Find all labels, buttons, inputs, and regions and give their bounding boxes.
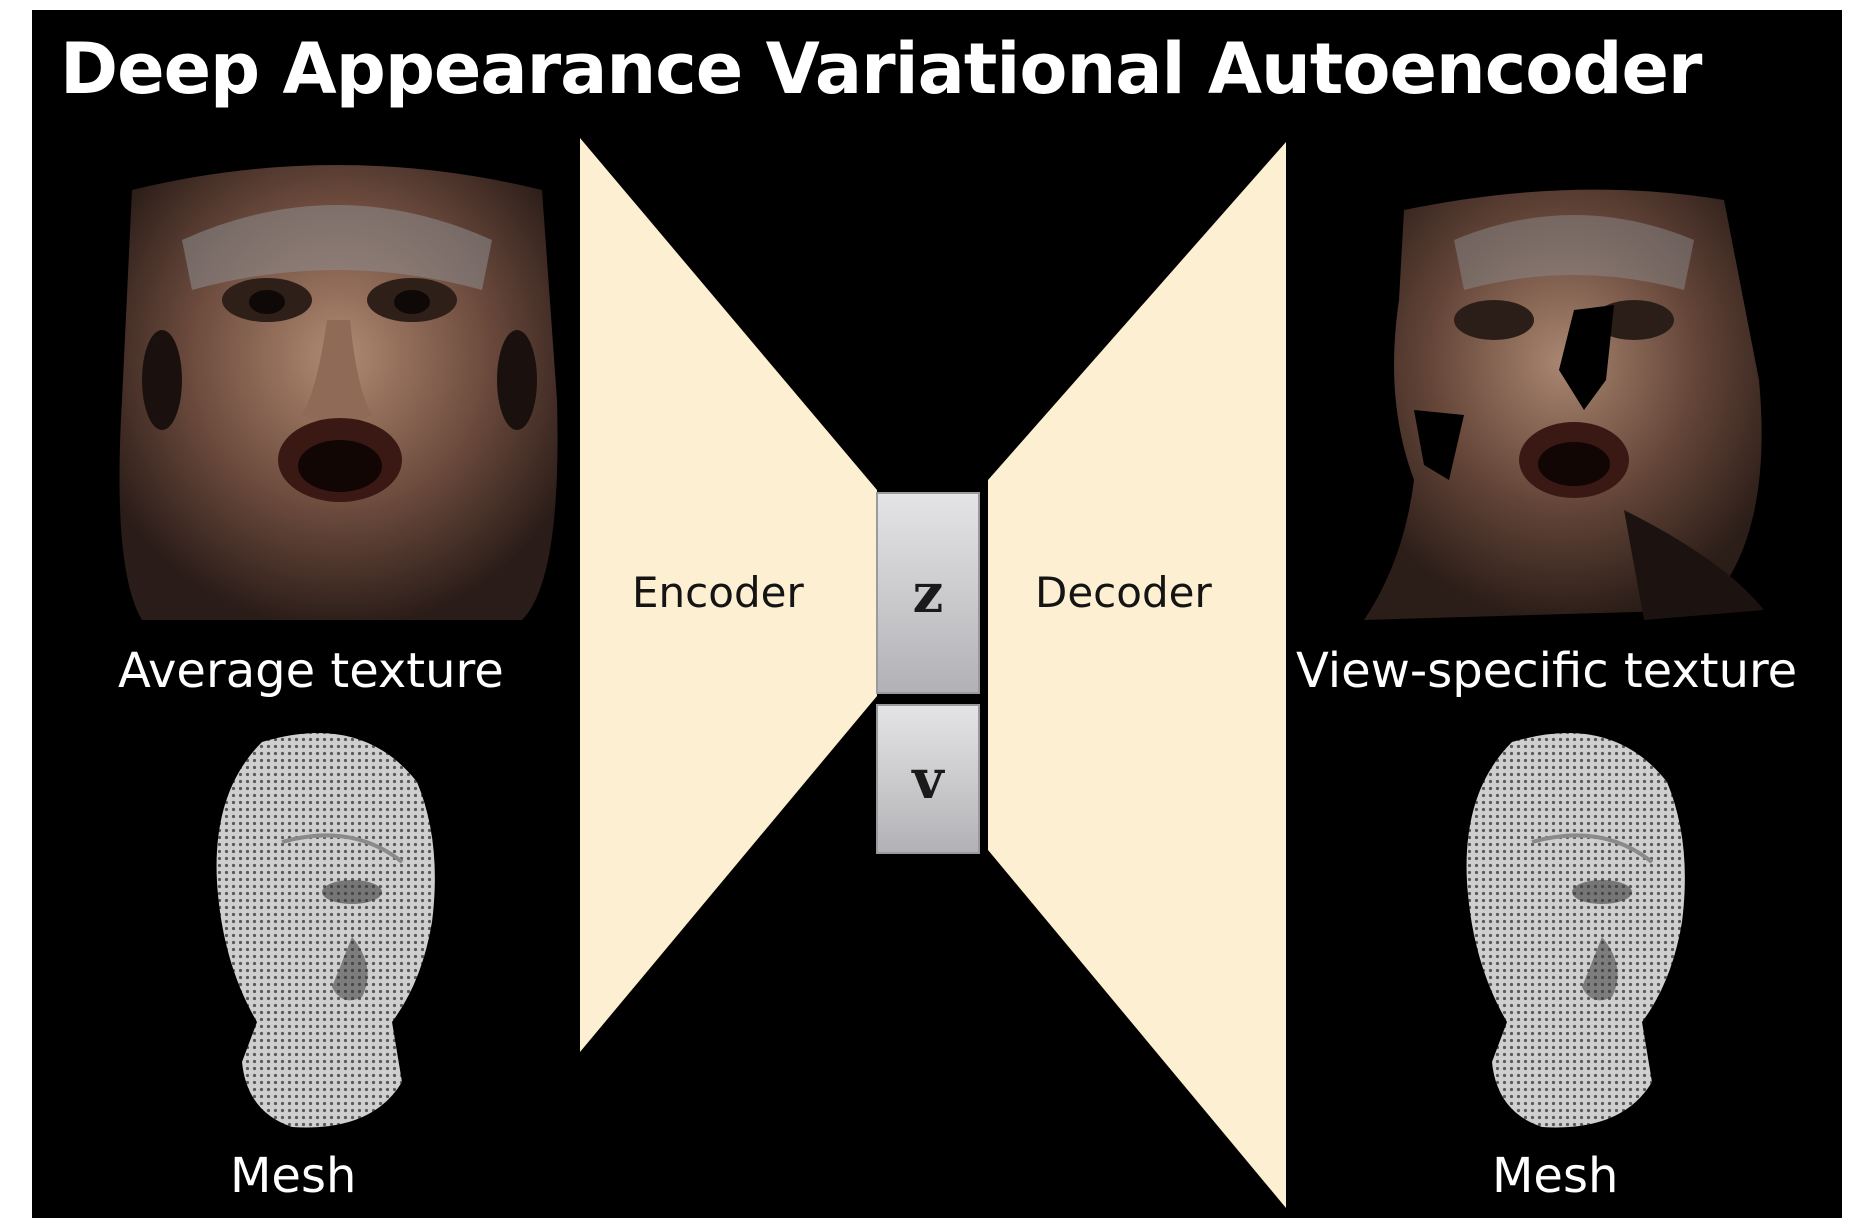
- latent-z-label: z: [913, 561, 944, 625]
- decoder-shape: [988, 142, 1286, 1208]
- view-specific-texture-image: [1344, 180, 1784, 630]
- mesh-left-image: [202, 722, 452, 1142]
- encoder-label: Encoder: [632, 568, 804, 617]
- average-texture-image: [102, 150, 572, 630]
- latent-z-box: z: [876, 492, 980, 694]
- mesh-left-label: Mesh: [230, 1148, 356, 1204]
- view-specific-texture-label: View-specific texture: [1296, 643, 1797, 699]
- view-v-box: v: [876, 704, 980, 854]
- average-texture-label: Average texture: [118, 643, 504, 699]
- diagram-figure: Deep Appearance Variational Autoencoder …: [32, 10, 1842, 1218]
- mesh-right-image: [1452, 722, 1702, 1142]
- decoder-label: Decoder: [1035, 568, 1212, 617]
- view-v-label: v: [912, 747, 943, 811]
- mesh-right-label: Mesh: [1492, 1148, 1618, 1204]
